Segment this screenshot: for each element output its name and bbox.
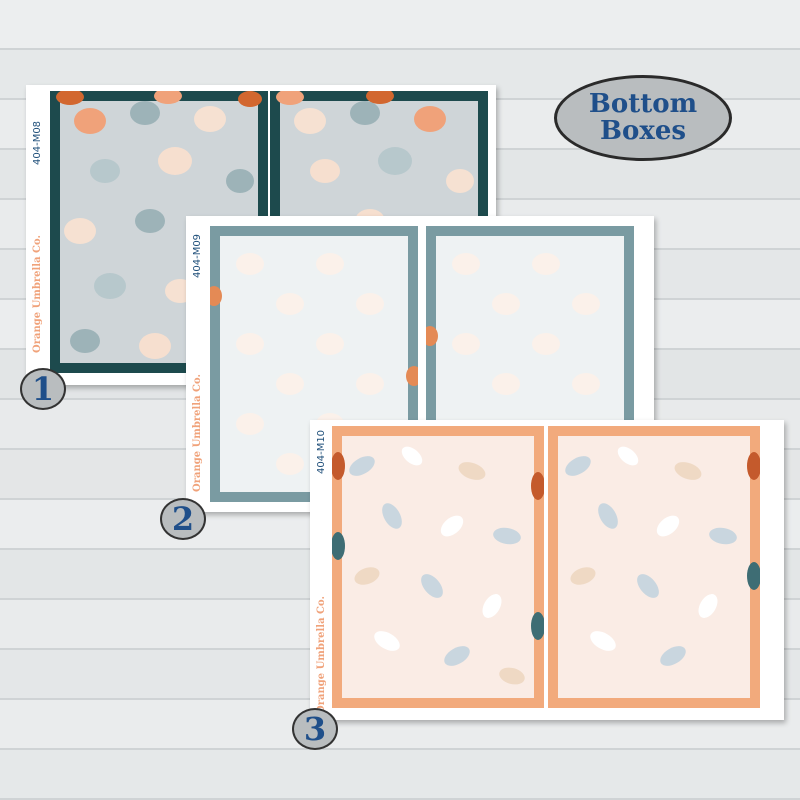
leaf-pattern — [558, 436, 760, 698]
title-badge: Bottom Boxes — [554, 75, 732, 161]
brand-label: Orange Umbrella Co. — [32, 235, 43, 353]
leaf-pattern — [332, 436, 544, 698]
bottom-box-right — [548, 426, 760, 708]
number-badge-2: 2 — [160, 498, 206, 540]
wood-plank — [0, 0, 800, 50]
brand-label: Orange Umbrella Co. — [316, 596, 327, 714]
number-badge-1: 1 — [20, 368, 66, 410]
sheet-code: 404-M09 — [192, 233, 203, 278]
title-line-1: Bottom — [588, 88, 698, 119]
bottom-box-left — [332, 426, 544, 708]
brand-label: Orange Umbrella Co. — [192, 374, 203, 492]
pumpkin-pattern — [210, 236, 418, 492]
title-line-2: Boxes — [600, 116, 686, 146]
sheet-code: 404-M10 — [316, 429, 327, 474]
sheet-code: 404-M08 — [32, 120, 43, 165]
sticker-sheet-3: 404-M10 Orange Umbrella Co. — [310, 420, 784, 720]
wood-plank — [0, 750, 800, 800]
number-badge-3: 3 — [292, 708, 338, 750]
